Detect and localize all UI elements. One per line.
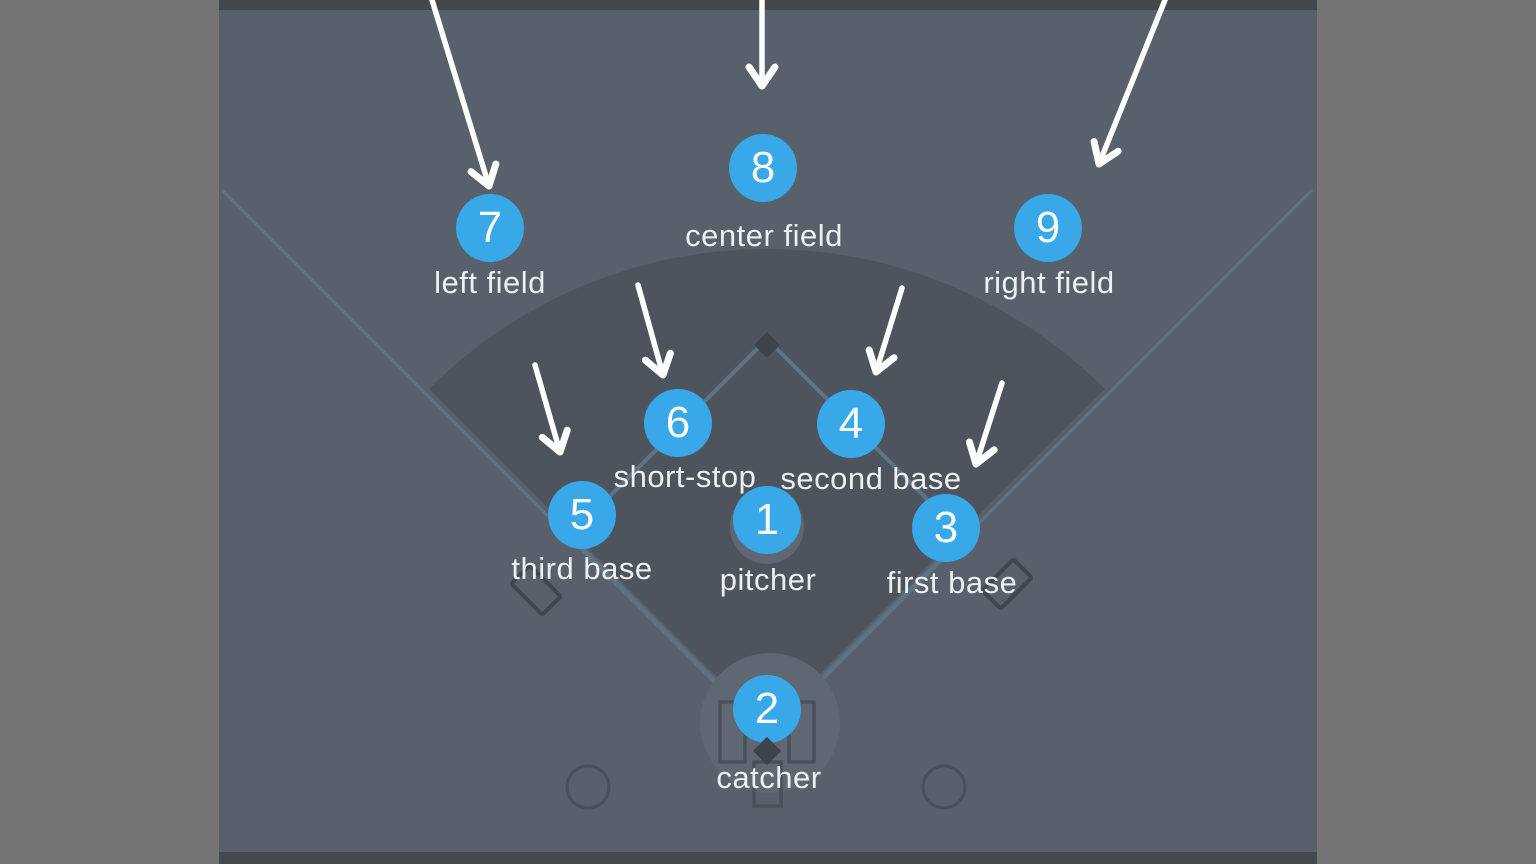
player-circle-left-field[interactable]: 7 xyxy=(456,194,524,262)
player-circle-catcher[interactable]: 2 xyxy=(733,675,801,743)
first-base-marker xyxy=(981,558,1033,610)
arrow-head-center-field xyxy=(745,63,779,90)
third-base-marker xyxy=(510,564,562,616)
arrow-shaft-third-base xyxy=(532,362,562,452)
arrow-shaft-short-stop xyxy=(635,282,665,375)
second-base-marker xyxy=(754,332,780,358)
player-circle-center-field[interactable]: 8 xyxy=(729,134,797,202)
player-circle-pitcher[interactable]: 1 xyxy=(733,486,801,554)
position-label-second-base: second base xyxy=(780,461,962,496)
player-circle-first-base[interactable]: 3 xyxy=(912,494,980,562)
player-circle-short-stop[interactable]: 6 xyxy=(644,389,712,457)
player-circle-second-base[interactable]: 4 xyxy=(817,390,885,458)
arrow-shaft-left-field xyxy=(429,0,491,186)
right-on-deck-circle xyxy=(921,764,967,810)
arrow-head-right-field xyxy=(1090,138,1122,168)
position-label-center-field: center field xyxy=(685,218,843,253)
arrow-shaft-second-base xyxy=(874,285,905,372)
arrow-shaft-right-field xyxy=(1097,0,1168,164)
pointer-arrows xyxy=(429,0,1168,468)
bottom-bar xyxy=(219,852,1317,864)
position-label-first-base: first base xyxy=(886,565,1018,600)
position-label-left-field: left field xyxy=(434,265,546,300)
position-label-catcher: catcher xyxy=(716,760,822,795)
arrow-shaft-first-base xyxy=(974,380,1005,464)
top-bar xyxy=(219,0,1317,10)
arrow-head-third-base xyxy=(538,426,571,456)
position-label-right-field: right field xyxy=(983,265,1115,300)
arrow-head-first-base xyxy=(965,438,998,468)
position-label-pitcher: pitcher xyxy=(719,562,817,597)
arrow-head-short-stop xyxy=(641,349,674,379)
arrow-head-second-base xyxy=(865,346,898,376)
position-label-short-stop: short-stop xyxy=(613,459,757,494)
arrow-head-left-field xyxy=(467,160,500,190)
player-circle-right-field[interactable]: 9 xyxy=(1014,194,1082,262)
left-on-deck-circle xyxy=(565,764,611,810)
position-label-third-base: third base xyxy=(511,551,653,586)
player-circle-third-base[interactable]: 5 xyxy=(548,481,616,549)
